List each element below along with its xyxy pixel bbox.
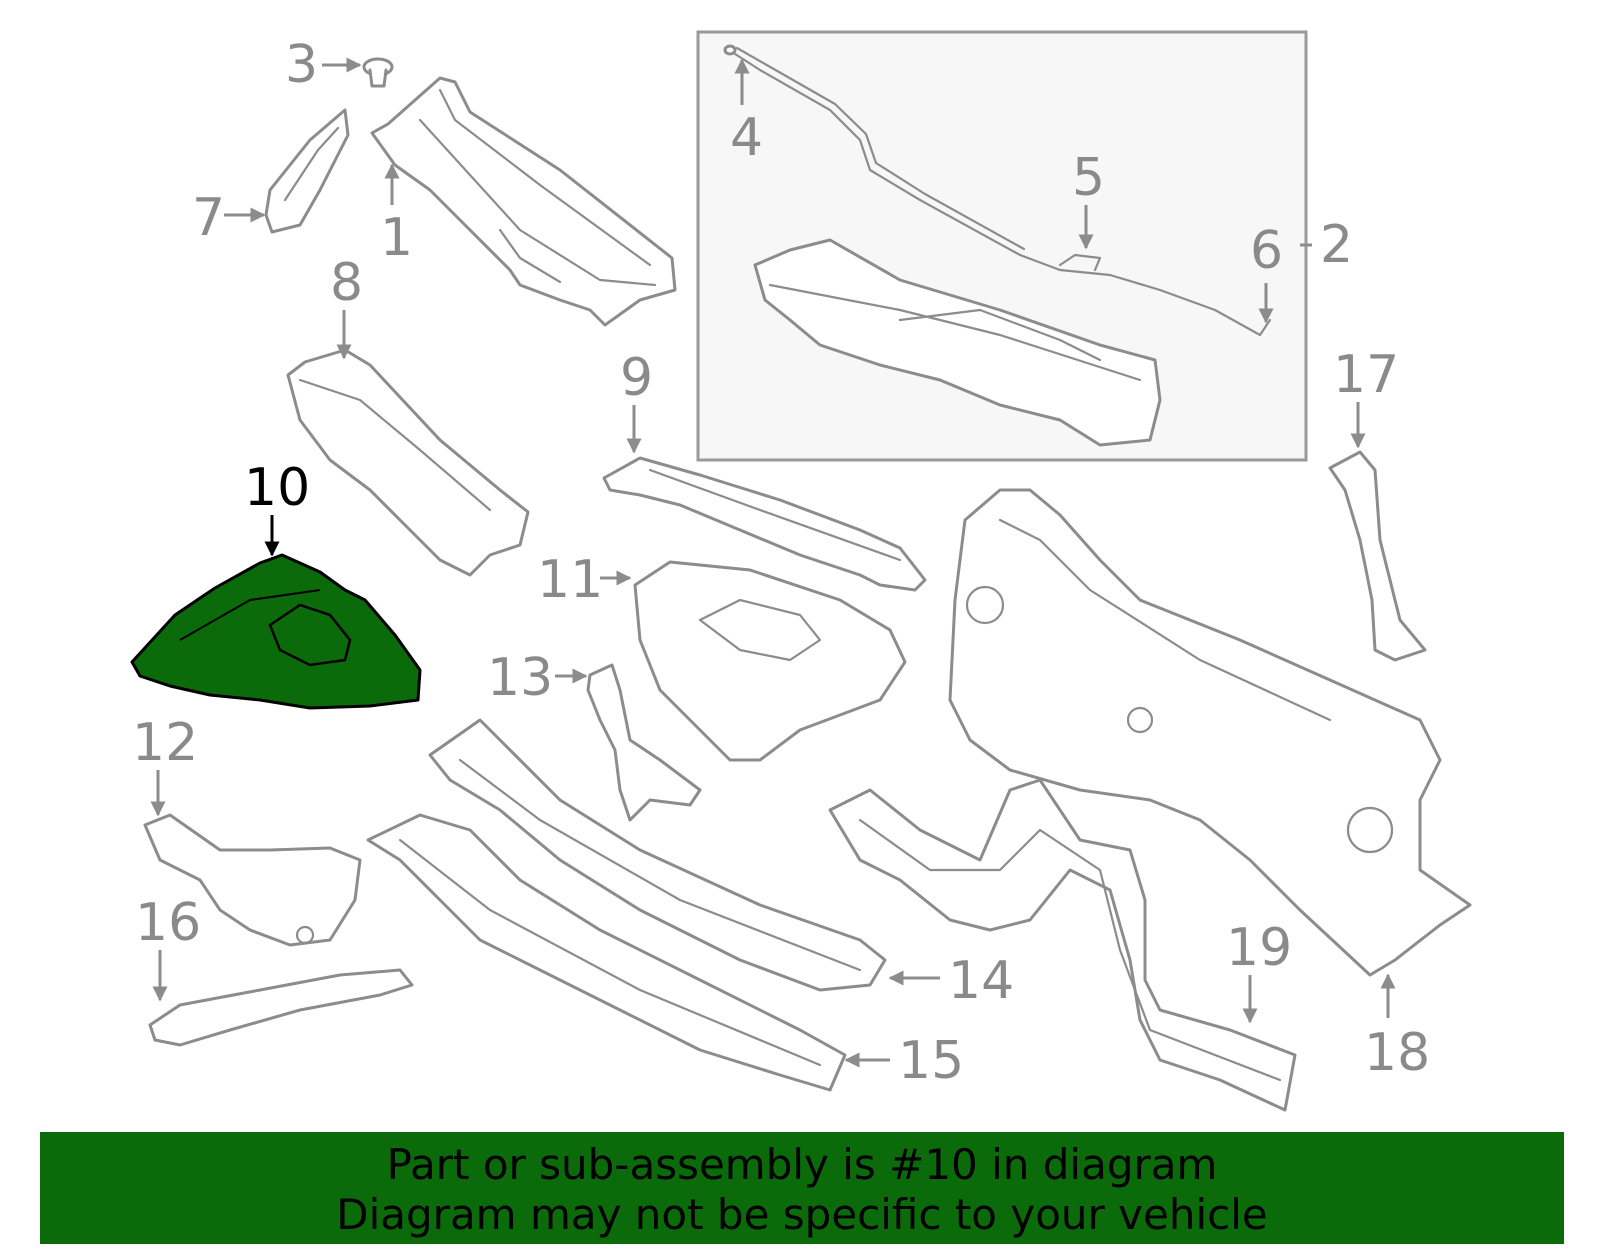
callout-12: 12 bbox=[132, 713, 198, 773]
leader-arrows bbox=[150, 57, 1396, 1068]
banner-line-disclaimer: Diagram may not be specific to your vehi… bbox=[336, 1190, 1268, 1239]
part-4-5-6-washer-hose[interactable] bbox=[723, 44, 1272, 337]
callout-8: 8 bbox=[330, 253, 363, 313]
callout-3: 3 bbox=[285, 35, 318, 95]
banner-line-part-number: Part or sub-assembly is #10 in diagram bbox=[386, 1140, 1218, 1189]
part-10-highlighted[interactable] bbox=[130, 553, 422, 710]
callout-7: 7 bbox=[192, 188, 225, 248]
callout-2: 2 bbox=[1320, 215, 1353, 275]
callout-10: 10 bbox=[244, 458, 310, 518]
callout-6: 6 bbox=[1250, 221, 1283, 281]
part-2-cowl-assembly[interactable] bbox=[753, 238, 1162, 447]
callout-19: 19 bbox=[1226, 918, 1292, 978]
part-7-side-trim[interactable] bbox=[264, 108, 350, 234]
callout-4: 4 bbox=[730, 108, 763, 168]
part-11-insulator[interactable] bbox=[633, 560, 907, 762]
part-14-cross-member[interactable] bbox=[428, 718, 887, 992]
callout-9: 9 bbox=[620, 348, 653, 408]
part-3-clip[interactable] bbox=[362, 57, 394, 88]
callout-14: 14 bbox=[948, 951, 1014, 1011]
part-13-bracket[interactable] bbox=[586, 663, 702, 822]
part-8-cowl-reinforcement[interactable] bbox=[286, 348, 530, 577]
callout-1: 1 bbox=[380, 208, 413, 268]
part-19-side-rail[interactable] bbox=[828, 778, 1297, 1112]
part-18-dash-panel[interactable] bbox=[948, 488, 1472, 977]
part-9-bracket[interactable] bbox=[602, 456, 927, 592]
callout-15: 15 bbox=[898, 1031, 964, 1091]
callout-13: 13 bbox=[487, 648, 553, 708]
info-banner: Part or sub-assembly is #10 in diagram D… bbox=[40, 1132, 1564, 1244]
part-17-pillar[interactable] bbox=[1328, 450, 1427, 662]
part-15-lower-member[interactable] bbox=[366, 813, 847, 1092]
part-16-bar[interactable] bbox=[148, 968, 414, 1047]
callout-18: 18 bbox=[1364, 1023, 1430, 1083]
callout-17: 17 bbox=[1333, 345, 1399, 405]
callout-labels: 1 2 3 4 5 6 7 8 9 10 11 12 13 14 15 16 1… bbox=[132, 35, 1430, 1091]
callout-16: 16 bbox=[135, 893, 201, 953]
callout-5: 5 bbox=[1072, 148, 1105, 208]
part-12-bracket[interactable] bbox=[143, 813, 362, 947]
callout-11: 11 bbox=[537, 550, 603, 610]
part-1-cowl-top[interactable] bbox=[370, 76, 677, 327]
